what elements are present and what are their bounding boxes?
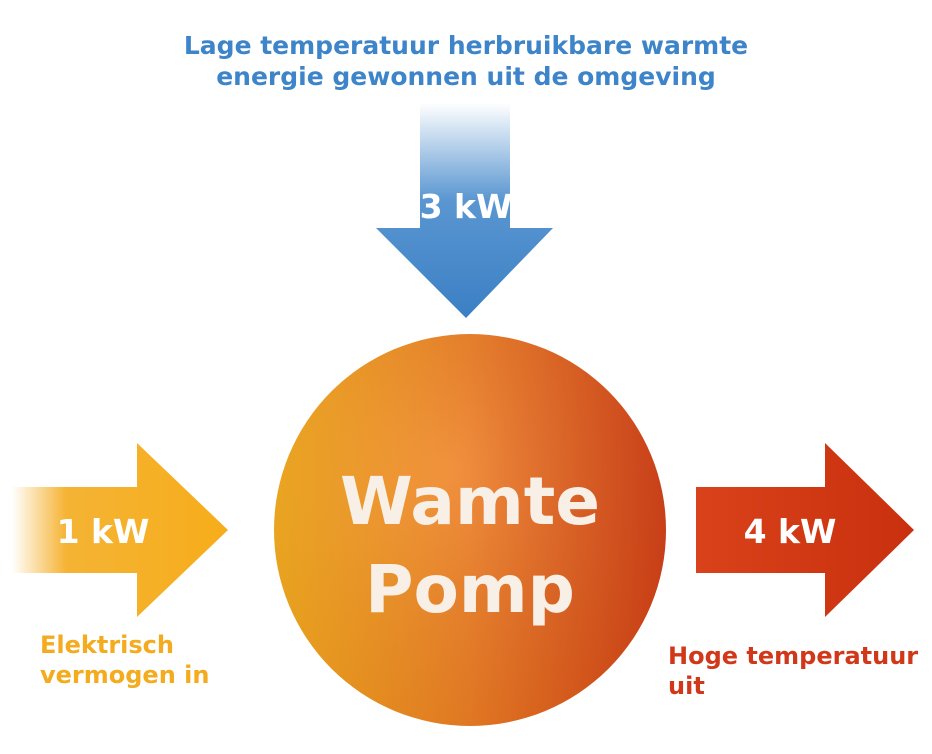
top-arrow: 3 kW bbox=[376, 103, 553, 318]
top-description-line-2: energie gewonnen uit de omgeving bbox=[216, 62, 716, 92]
heat-pump-circle: Wamte Pomp bbox=[274, 334, 666, 726]
top-description: Lage temperatuur herbruikbare warmte ene… bbox=[160, 30, 772, 93]
right-arrow-value: 4 kW bbox=[744, 512, 837, 551]
left-arrow-shape bbox=[12, 443, 228, 617]
right-arrow-shape bbox=[696, 443, 914, 617]
center-title-line-2: Pomp bbox=[365, 551, 575, 628]
top-arrow-value: 3 kW bbox=[420, 187, 513, 226]
left-description: Elektrisch vermogen in bbox=[40, 630, 209, 690]
right-description-line-1: Hoge temperatuur bbox=[668, 642, 919, 670]
right-description: Hoge temperatuur uit bbox=[668, 641, 918, 701]
left-arrow: 1 kW bbox=[12, 443, 228, 617]
right-arrow: 4 kW bbox=[696, 443, 914, 617]
right-description-line-2: uit bbox=[668, 672, 705, 700]
left-description-line-1: Elektrisch bbox=[40, 631, 174, 659]
left-description-line-2: vermogen in bbox=[40, 661, 210, 689]
center-title-line-1: Wamte bbox=[340, 463, 600, 540]
left-arrow-value: 1 kW bbox=[57, 512, 150, 551]
top-description-line-1: Lage temperatuur herbruikbare warmte bbox=[183, 31, 749, 60]
top-arrow-shape bbox=[376, 103, 553, 318]
